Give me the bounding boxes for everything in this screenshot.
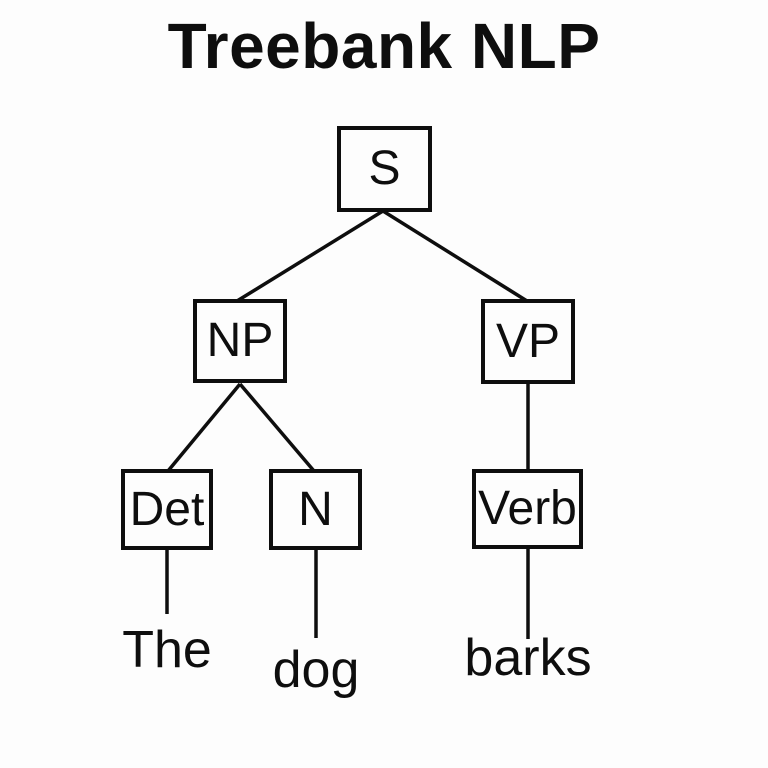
node-np-label: NP: [206, 314, 274, 367]
node-n: N: [269, 469, 362, 550]
edge-s-np: [236, 209, 384, 303]
page-title: Treebank NLP: [167, 10, 601, 82]
node-vp-label: VP: [495, 314, 561, 368]
node-s: S: [337, 126, 432, 212]
edge-s-vp: [382, 209, 528, 303]
node-det: Det: [121, 469, 213, 550]
node-verb: Verb: [472, 469, 583, 549]
edge-np-det: [166, 382, 242, 473]
node-vp: VP: [481, 299, 575, 384]
leaf-word-barks: barks: [464, 629, 592, 687]
node-det-label: Det: [129, 482, 205, 536]
edge-np-n: [238, 382, 316, 473]
node-n-label: N: [298, 482, 333, 536]
node-s-label: S: [368, 142, 401, 195]
leaf-word-dog: dog: [272, 641, 360, 699]
leaf-word-the: The: [122, 621, 212, 679]
node-np: NP: [193, 299, 287, 383]
node-verb-label: Verb: [478, 482, 577, 535]
